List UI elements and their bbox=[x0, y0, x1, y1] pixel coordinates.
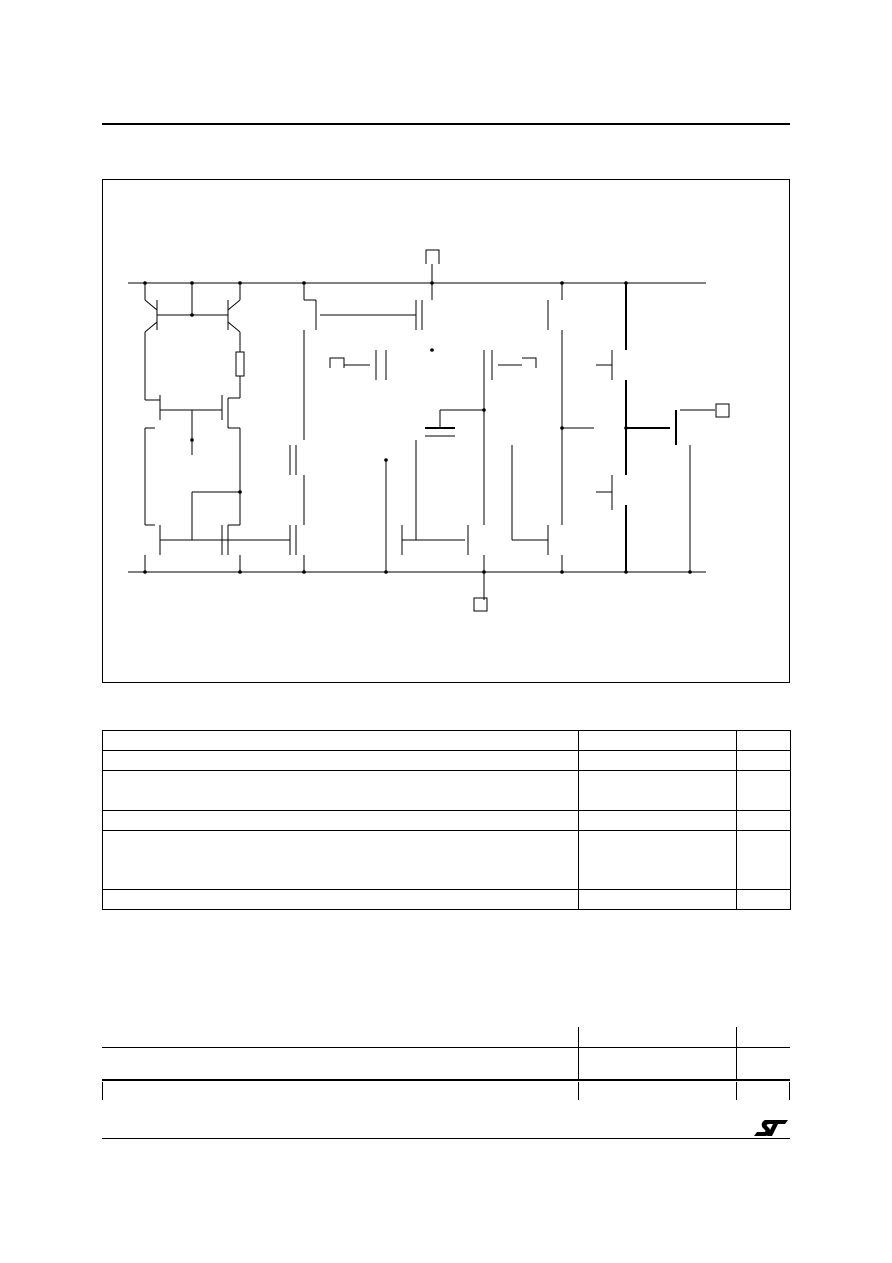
table-cell bbox=[735, 1027, 790, 1048]
table-cell bbox=[736, 889, 791, 910]
table-cell bbox=[102, 1027, 579, 1048]
table-row bbox=[102, 810, 791, 831]
table-cell bbox=[102, 889, 579, 910]
spec-table-2 bbox=[102, 1027, 790, 1081]
table-cell bbox=[736, 750, 791, 771]
input-differential-pair bbox=[329, 283, 537, 600]
vcc-pin bbox=[425, 249, 440, 264]
table-row bbox=[102, 730, 791, 751]
table-cell bbox=[578, 770, 737, 811]
table-cell bbox=[736, 770, 791, 811]
table-cell bbox=[102, 1047, 579, 1081]
input-stage-left bbox=[289, 283, 416, 572]
table-row bbox=[102, 889, 791, 910]
bipolar-mirror bbox=[144, 283, 245, 400]
table-row bbox=[102, 750, 791, 771]
table-cell bbox=[578, 810, 737, 831]
footer-rule bbox=[102, 1138, 790, 1139]
table-cell bbox=[578, 830, 737, 890]
table-cell bbox=[736, 730, 791, 751]
table-cell bbox=[578, 730, 737, 751]
spec-table-1 bbox=[102, 730, 791, 910]
header-rule bbox=[102, 123, 790, 125]
table-cell bbox=[102, 770, 579, 811]
table-cell bbox=[578, 750, 737, 771]
table-2-tail bbox=[102, 1082, 790, 1100]
output-pin bbox=[715, 403, 730, 418]
table-row bbox=[102, 830, 791, 890]
table-cell bbox=[578, 889, 737, 910]
table-cell bbox=[735, 1047, 790, 1081]
table-cell bbox=[102, 810, 579, 831]
table-cell bbox=[102, 830, 579, 890]
table-cell bbox=[736, 830, 791, 890]
table-cell bbox=[577, 1027, 737, 1048]
junction-dots bbox=[143, 281, 692, 574]
table-cell bbox=[102, 730, 579, 751]
ground-pin bbox=[473, 597, 488, 612]
table-cell bbox=[736, 810, 791, 831]
table-row bbox=[102, 1027, 790, 1048]
st-logo-icon bbox=[754, 1120, 788, 1136]
table-row bbox=[102, 1047, 790, 1081]
output-stage bbox=[596, 283, 715, 572]
left-mos-stack bbox=[144, 395, 290, 572]
table-cell bbox=[577, 1047, 737, 1081]
table-row bbox=[102, 770, 791, 811]
gain-stage bbox=[511, 283, 594, 572]
internal-schematic-diagram bbox=[102, 179, 790, 683]
schematic-frame bbox=[102, 179, 790, 683]
table-cell bbox=[102, 750, 579, 771]
